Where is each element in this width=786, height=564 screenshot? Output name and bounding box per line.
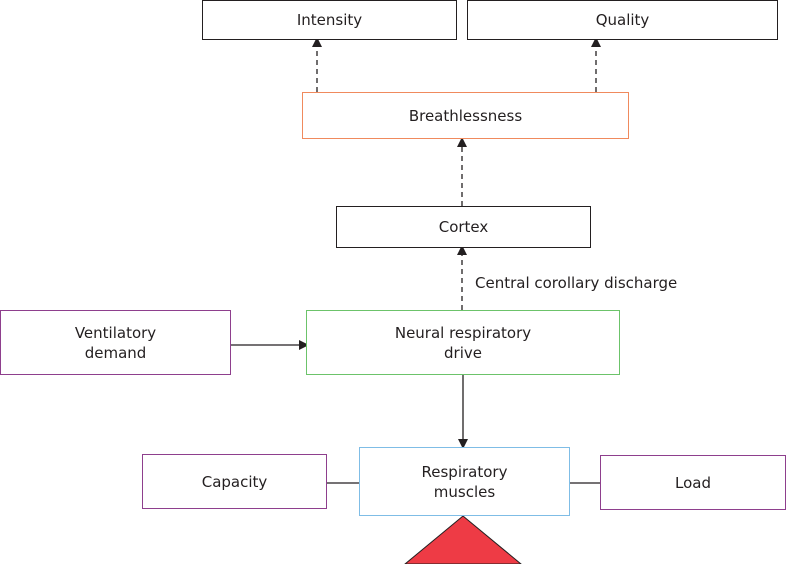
node-cortex: Cortex: [336, 206, 591, 248]
node-capacity-label: Capacity: [201, 472, 268, 491]
node-breathlessness-label: Breathlessness: [408, 106, 523, 125]
node-cortex-label: Cortex: [438, 218, 489, 236]
node-quality: Quality: [467, 0, 778, 40]
node-neural-respiratory-drive: Neural respiratory drive: [306, 310, 620, 375]
node-intensity: Intensity: [202, 0, 457, 40]
node-neural-respiratory-drive-label: Neural respiratory drive: [394, 323, 532, 362]
node-ventilatory-demand-label: Ventilatory demand: [74, 323, 157, 362]
node-quality-label: Quality: [595, 11, 650, 29]
node-load-label: Load: [675, 473, 711, 492]
node-respiratory-muscles: Respiratory muscles: [359, 447, 570, 516]
node-capacity: Capacity: [142, 454, 327, 509]
node-breathlessness: Breathlessness: [302, 92, 629, 139]
node-ventilatory-demand: Ventilatory demand: [0, 310, 231, 375]
node-load: Load: [600, 455, 786, 510]
fulcrum-triangle: [404, 515, 522, 564]
node-intensity-label: Intensity: [296, 11, 363, 29]
node-respiratory-muscles-label: Respiratory muscles: [421, 462, 508, 501]
edge-label-central-corollary-discharge: Central corollary discharge: [475, 274, 678, 292]
